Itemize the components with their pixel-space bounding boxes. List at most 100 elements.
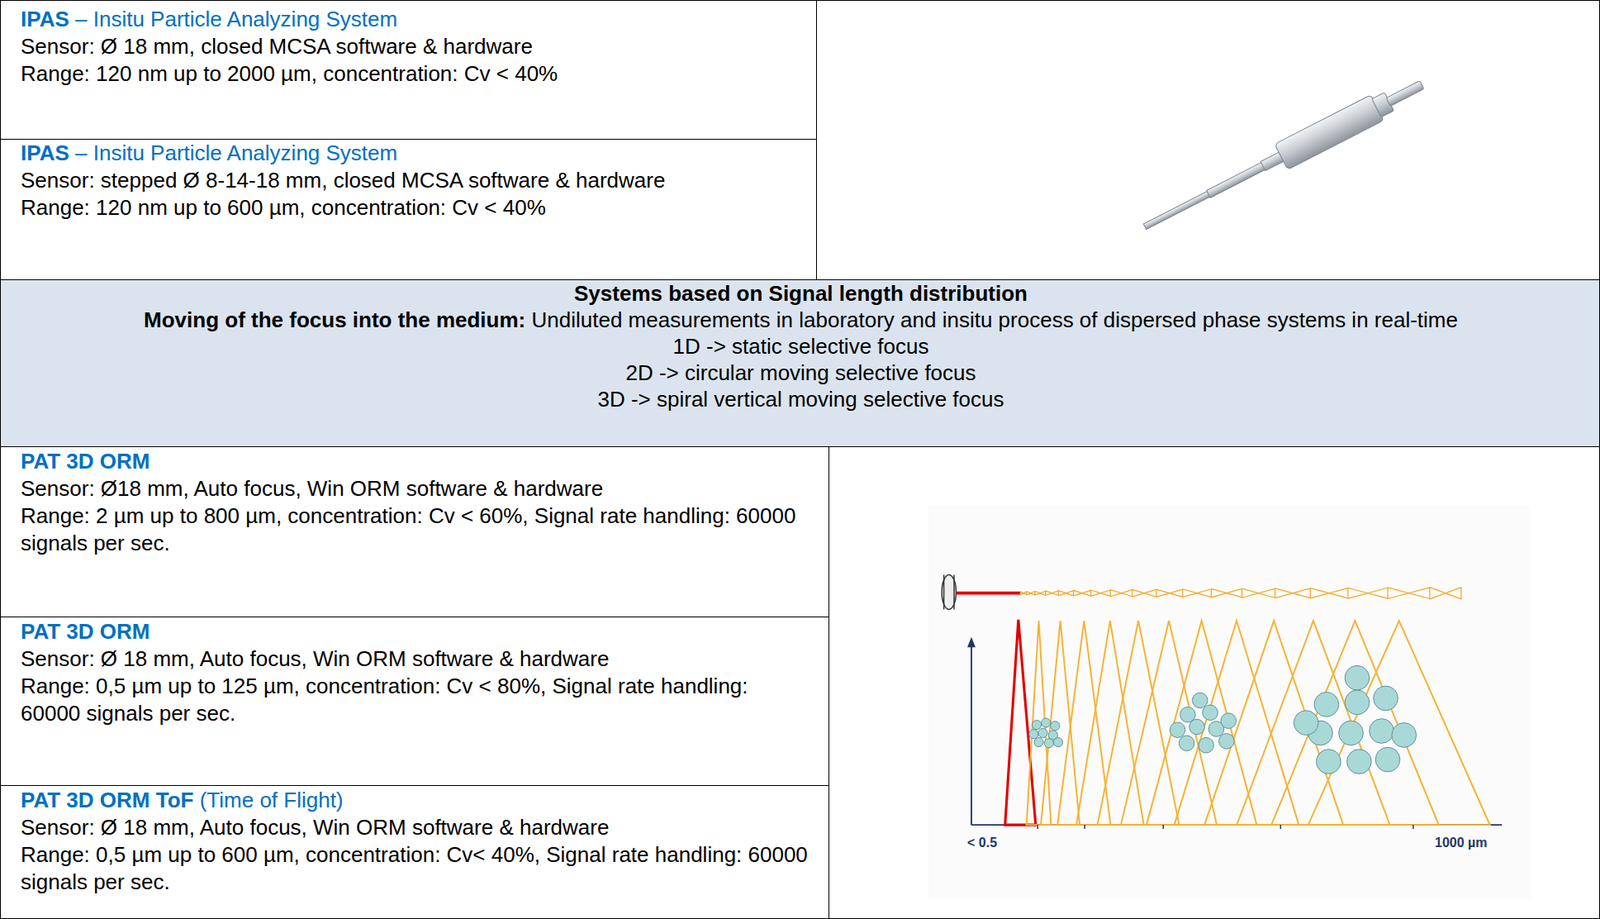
- product-name: PAT 3D ORM ToF: [20, 787, 194, 812]
- image-cell: [829, 446, 1600, 919]
- spec-text: Sensor: stepped Ø 8-14-18 mm, closed MCS…: [20, 167, 665, 193]
- section-band: Systems based on Signal length distribut…: [0, 279, 1600, 447]
- section-heading: Systems based on Signal length distribut…: [574, 280, 1028, 306]
- text-line: Range: 0,5 µm up to 600 µm, concentratio…: [20, 840, 811, 896]
- text-line: Moving of the focus into the medium:Undi…: [20, 306, 1582, 333]
- particle: [1169, 721, 1186, 738]
- focus-triangle: [1097, 620, 1180, 825]
- lens-symbol: [943, 574, 945, 609]
- spec-text: Sensor: Ø 18 mm, Auto focus, Win ORM sof…: [20, 814, 609, 840]
- focus-triangle: [1308, 620, 1491, 825]
- focus-chain: [1020, 586, 1462, 599]
- spec-text: 1D -> static selective focus: [673, 333, 930, 359]
- axis-tick: [1037, 824, 1039, 829]
- focus-triangle: [1076, 620, 1145, 825]
- product-name: PAT 3D ORM: [20, 448, 150, 474]
- focus-triangle: [1026, 620, 1052, 825]
- particle: [1219, 733, 1235, 750]
- text-line: Sensor: stepped Ø 8-14-18 mm, closed MCS…: [20, 166, 798, 195]
- axis-arrow: [967, 636, 976, 647]
- table-cell: PAT 3D ORMSensor: Ø 18 mm, Auto focus, W…: [0, 616, 830, 786]
- particle: [1220, 712, 1237, 729]
- particle: [1044, 738, 1054, 748]
- focus-chart: [928, 504, 1531, 898]
- particle: [1344, 689, 1370, 715]
- spec-text: Range: 120 nm up to 2000 µm, concentrati…: [20, 61, 558, 86]
- focus-triangle: [1005, 619, 1036, 825]
- text-line: IPAS– Insitu Particle Analyzing System: [20, 5, 798, 34]
- particle: [1344, 664, 1370, 690]
- product-name: PAT 3D ORM: [20, 618, 150, 644]
- particle: [1189, 718, 1206, 735]
- particle: [1316, 749, 1342, 774]
- particle: [1293, 710, 1319, 736]
- particle: [1034, 737, 1044, 747]
- text-line: Range: 0,5 µm up to 125 µm, concentratio…: [20, 672, 811, 727]
- particle: [1202, 704, 1219, 721]
- axis-tick: [1163, 824, 1164, 829]
- spec-text: – Insitu Particle Analyzing System: [75, 140, 398, 166]
- text-line: IPAS– Insitu Particle Analyzing System: [20, 139, 798, 167]
- chart-ground: [928, 504, 1531, 898]
- spec-text: (Time of Flight): [199, 787, 344, 812]
- focus-triangle: [1057, 620, 1111, 825]
- spec-text: 3D -> spiral vertical moving selective f…: [597, 386, 1004, 412]
- text-line: Range: 2 µm up to 800 µm, concentration:…: [20, 502, 811, 557]
- particle: [1041, 717, 1051, 727]
- text-line: Range: 120 nm up to 2000 µm, concentrati…: [20, 60, 798, 88]
- particle: [1191, 692, 1208, 708]
- laser-beam: [955, 591, 1021, 595]
- table-cell: IPAS– Insitu Particle Analyzing SystemSe…: [0, 138, 817, 281]
- text-line: 2D -> circular moving selective focus: [20, 359, 1582, 386]
- particle: [1338, 720, 1364, 746]
- lens-symbol: [953, 574, 955, 609]
- text-line: Sensor: Ø 18 mm, Auto focus, Win ORM sof…: [20, 645, 811, 673]
- focus-triangle: [1271, 620, 1439, 825]
- particle: [1373, 685, 1399, 711]
- particle: [1198, 737, 1215, 754]
- section-heading: Moving of the focus into the medium:: [143, 307, 526, 333]
- image-cell: [816, 0, 1600, 281]
- particle: [1053, 737, 1063, 747]
- text-line: PAT 3D ORM: [20, 447, 811, 475]
- product-name: IPAS: [20, 140, 70, 166]
- y-axis: [970, 645, 973, 825]
- particle: [1391, 722, 1417, 748]
- spec-text: 2D -> circular moving selective focus: [625, 360, 976, 385]
- table-cell: IPAS– Insitu Particle Analyzing SystemSe…: [0, 0, 817, 140]
- text-line: Sensor: Ø 18 mm, Auto focus, Win ORM sof…: [20, 813, 811, 841]
- text-line: Systems based on Signal length distribut…: [20, 280, 1582, 307]
- text-line: Sensor: Ø 18 mm, closed MCSA software & …: [20, 33, 798, 61]
- particle: [1032, 720, 1042, 730]
- spec-text: Undiluted measurements in laboratory and…: [531, 307, 1458, 333]
- table-cell: PAT 3D ORMSensor: Ø18 mm, Auto focus, Wi…: [0, 446, 830, 618]
- axis-tick: [1280, 824, 1282, 829]
- spec-text: – Insitu Particle Analyzing System: [75, 6, 398, 32]
- focus-triangle: [1174, 620, 1300, 825]
- particle: [1369, 718, 1395, 744]
- particle: [1050, 721, 1060, 731]
- product-name: IPAS: [20, 6, 70, 32]
- axis-label: < 0.5: [967, 835, 998, 850]
- spec-text: Range: 0,5 µm up to 125 µm, concentratio…: [20, 673, 749, 726]
- particle: [1029, 729, 1039, 739]
- table-cell: PAT 3D ORM ToF(Time of Flight)Sensor: Ø …: [0, 784, 830, 919]
- particle: [1178, 735, 1195, 751]
- axis-tick: [1083, 824, 1085, 829]
- focus-triangle: [1146, 620, 1257, 825]
- spec-text: Sensor: Ø 18 mm, Auto focus, Win ORM sof…: [20, 645, 609, 671]
- spec-text: Sensor: Ø 18 mm, closed MCSA software & …: [20, 33, 533, 59]
- particle: [1347, 749, 1373, 774]
- spec-text: Sensor: Ø18 mm, Auto focus, Win ORM soft…: [20, 475, 603, 501]
- axis-label: 1000 µm: [1434, 835, 1487, 850]
- axis-tick: [1412, 824, 1414, 829]
- spec-text: Range: 0,5 µm up to 600 µm, concentratio…: [20, 841, 808, 894]
- text-line: Range: 120 nm up to 600 µm, concentratio…: [20, 194, 798, 222]
- text-line: 3D -> spiral vertical moving selective f…: [20, 385, 1582, 413]
- text-line: Sensor: Ø18 mm, Auto focus, Win ORM soft…: [20, 474, 811, 503]
- spec-text: Range: 2 µm up to 800 µm, concentration:…: [20, 503, 796, 556]
- text-line: PAT 3D ORM: [20, 617, 811, 646]
- particle: [1375, 746, 1401, 772]
- spec-text: Range: 120 nm up to 600 µm, concentratio…: [20, 194, 546, 220]
